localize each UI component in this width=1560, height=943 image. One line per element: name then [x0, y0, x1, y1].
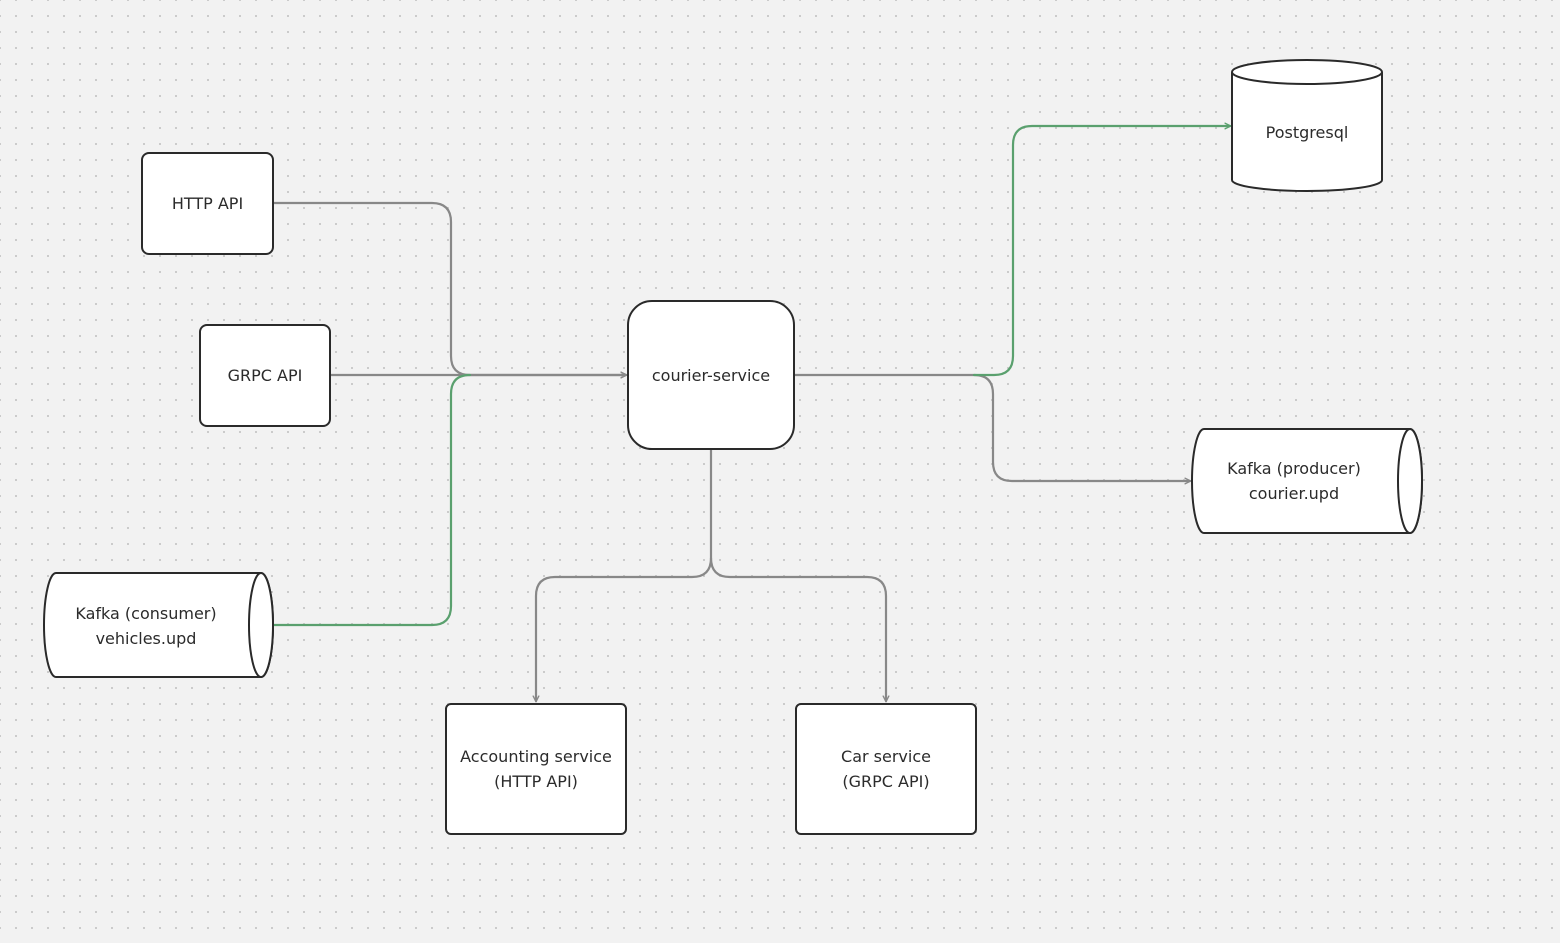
edges — [272, 122, 1232, 703]
node-kafka-producer-line2: courier.upd — [1249, 484, 1339, 503]
edge-courier-service-to-kafka-producer[interactable] — [792, 373, 1192, 485]
node-kafka-consumer[interactable]: Kafka (consumer) vehicles.upd — [43, 572, 274, 678]
node-car-service[interactable]: Car service (GRPC API) — [795, 703, 977, 835]
node-accounting-service-line1: Accounting service — [460, 747, 612, 766]
node-courier-service-label: courier-service — [652, 366, 770, 385]
node-kafka-producer[interactable]: Kafka (producer) courier.upd — [1191, 428, 1423, 534]
node-kafka-producer-line1: Kafka (producer) — [1227, 459, 1361, 478]
node-courier-service[interactable]: courier-service — [627, 300, 795, 450]
node-kafka-consumer-line2: vehicles.upd — [96, 629, 197, 648]
node-kafka-consumer-line1: Kafka (consumer) — [75, 604, 216, 623]
node-car-service-line2: (GRPC API) — [842, 772, 929, 791]
node-http-api[interactable]: HTTP API — [141, 152, 274, 255]
edge-courier-service-to-postgresql[interactable] — [972, 122, 1232, 377]
node-postgresql[interactable]: Postgresql — [1231, 59, 1383, 192]
node-grpc-api-label: GRPC API — [228, 366, 303, 385]
node-grpc-api[interactable]: GRPC API — [199, 324, 331, 427]
node-postgresql-label: Postgresql — [1266, 123, 1349, 142]
edge-kafka-consumer-to-courier-service[interactable] — [272, 373, 472, 627]
node-accounting-service[interactable]: Accounting service (HTTP API) — [445, 703, 627, 835]
node-car-service-line1: Car service — [841, 747, 931, 766]
edge-courier-service-to-accounting-service[interactable] — [532, 448, 713, 703]
edge-courier-service-to-car-service[interactable] — [709, 556, 890, 703]
node-http-api-label: HTTP API — [172, 194, 243, 213]
node-accounting-service-line2: (HTTP API) — [494, 772, 578, 791]
